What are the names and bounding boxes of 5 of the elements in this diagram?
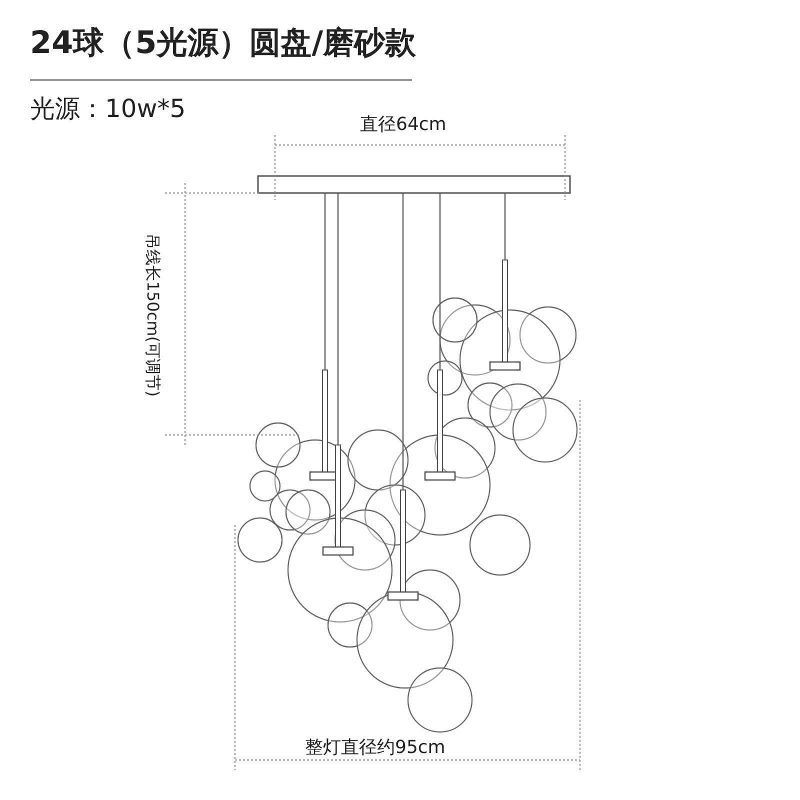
dimension-label: 直径64cm	[360, 113, 446, 136]
title: 24球（5光源）圆盘/磨砂款	[30, 24, 416, 63]
power-label: 光源：10w*5	[30, 93, 186, 125]
dimension-label: 吊线长150cm(可调节)	[142, 233, 162, 397]
dimension-label: 整灯直径约95cm	[305, 736, 446, 759]
